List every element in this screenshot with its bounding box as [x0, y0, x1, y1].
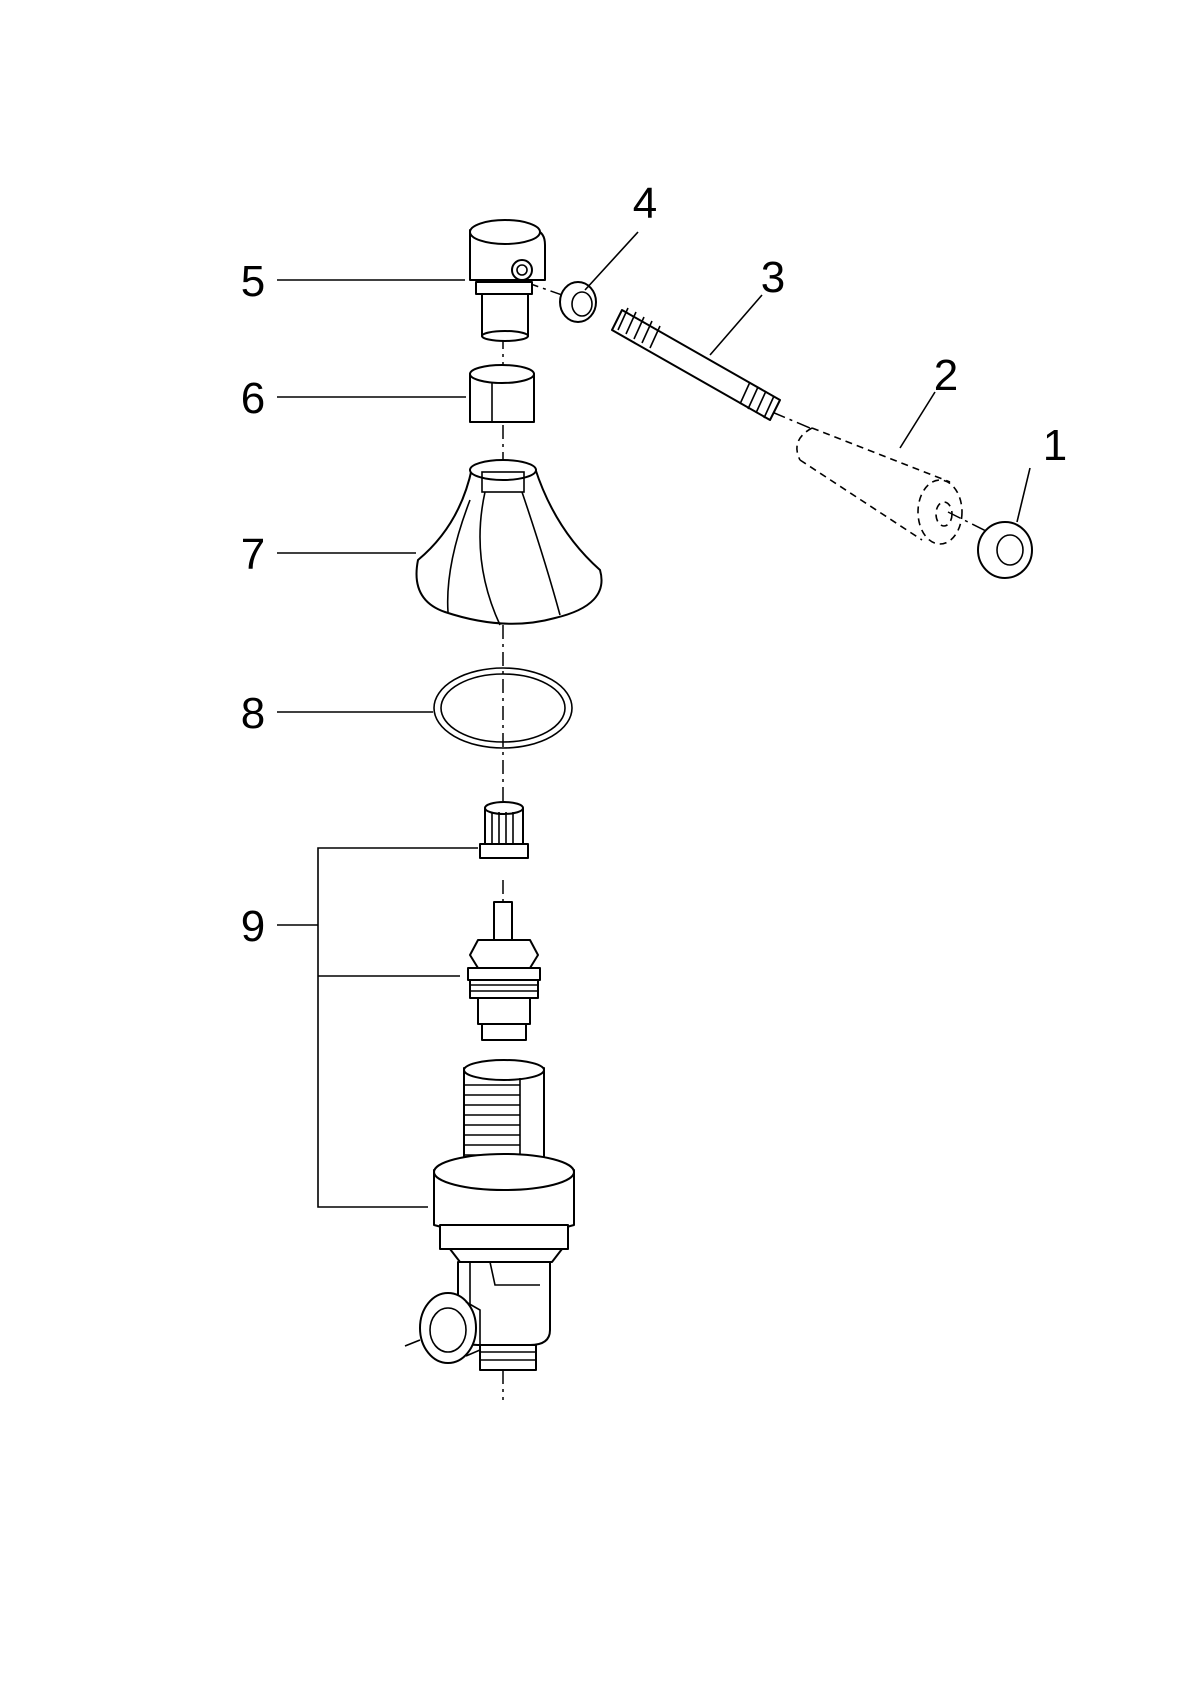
callout-8: 8	[241, 689, 265, 738]
callout-1: 1	[1043, 421, 1067, 470]
part-1-cap	[977, 521, 1033, 579]
part-8-o-ring	[433, 667, 573, 749]
leader-lines	[277, 231, 1031, 1208]
part-7-escutcheon	[415, 459, 603, 626]
part-9-cartridge	[467, 901, 541, 1041]
callout-5: 5	[241, 257, 265, 306]
part-2-lever-handle	[796, 427, 963, 545]
part-9-valve-body	[404, 1059, 575, 1371]
callout-labels: 1 2 3 4 5 6 7 8 9	[241, 179, 1067, 951]
part-5-handle-hub	[469, 219, 546, 342]
part-3-threaded-stud	[611, 307, 781, 421]
part-9-spline-adapter	[479, 801, 529, 859]
callout-7: 7	[241, 530, 265, 579]
callout-6: 6	[241, 374, 265, 423]
part-4-washer	[559, 281, 597, 323]
callout-2: 2	[934, 351, 958, 400]
callout-3: 3	[761, 253, 785, 302]
callout-9: 9	[241, 902, 265, 951]
callout-4: 4	[633, 179, 657, 228]
part-6-sleeve	[469, 364, 535, 423]
